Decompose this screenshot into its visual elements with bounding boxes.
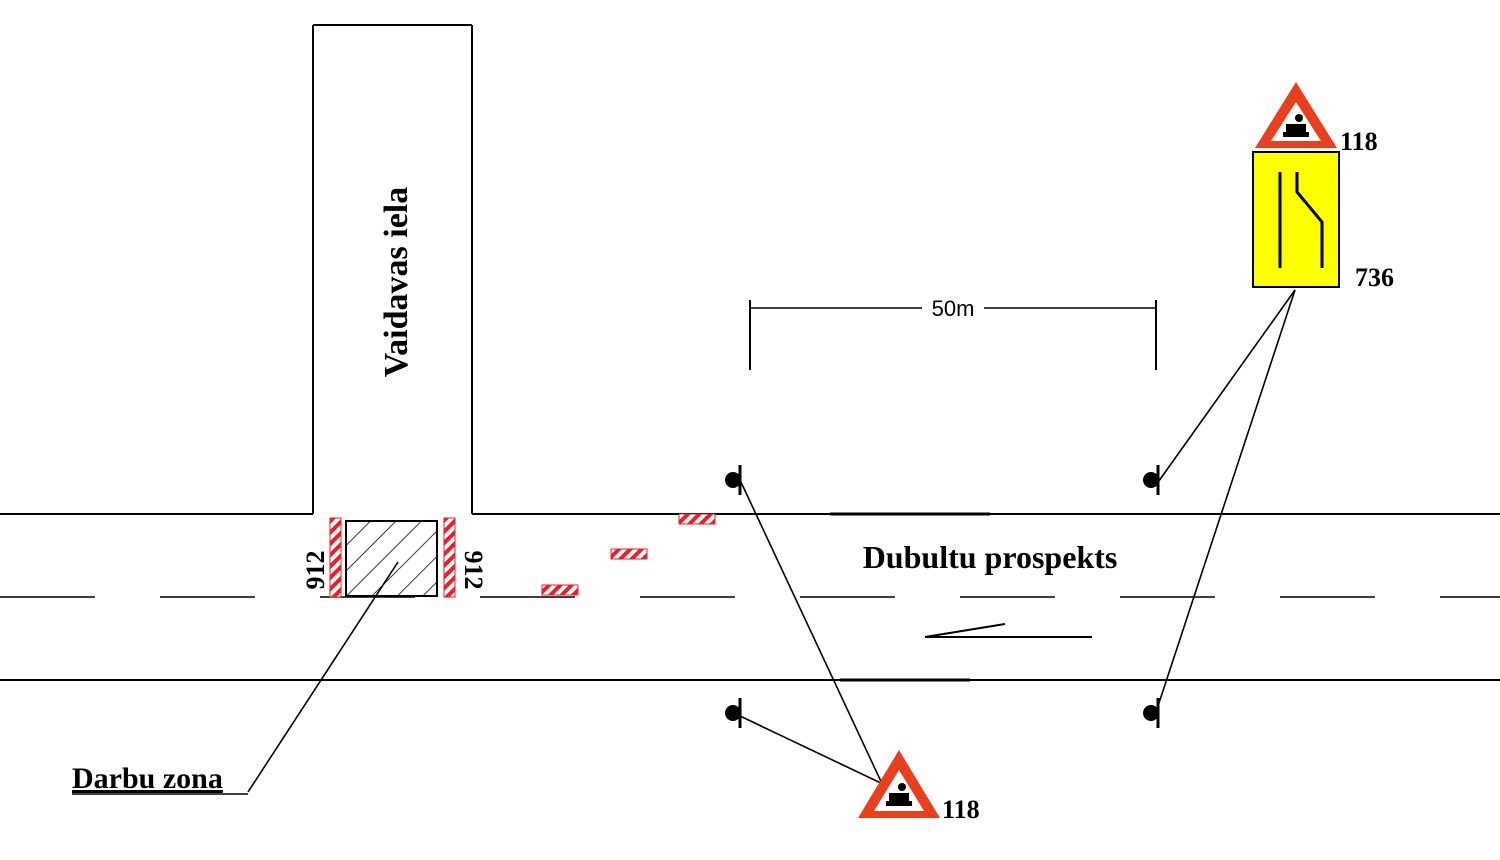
barrier-code-right: 912	[459, 551, 488, 590]
roadworks-warning-triangle-icon	[1255, 82, 1337, 148]
sign-code-736: 736	[1355, 263, 1394, 292]
work-zone-leader	[247, 561, 399, 793]
work-zone-area	[345, 520, 438, 597]
barrier-left	[329, 517, 342, 598]
sign-code-118-bottom: 118	[942, 795, 980, 824]
lane-closure-sign: 736	[1252, 151, 1394, 292]
lane-taper-marking	[924, 623, 1092, 638]
roadworks-warning-sign-top: 118	[1255, 82, 1378, 156]
sign-leader-lines	[739, 289, 1296, 791]
side-street-name: Vaidavas iela	[378, 187, 415, 378]
signal-lamp-icon	[725, 465, 742, 495]
taper-cone	[541, 584, 579, 596]
roadworks-warning-triangle-icon	[858, 750, 940, 818]
sign-code-118-top: 118	[1340, 127, 1378, 156]
work-zone-label: Darbu zona	[72, 762, 223, 795]
signal-lamp-icon	[725, 698, 742, 728]
signal-lamp-icon	[1143, 698, 1160, 728]
taper-cone	[678, 513, 716, 525]
distance-label: 50m	[932, 296, 975, 321]
main-road: Dubultu prospekts	[0, 512, 1500, 682]
roadworks-warning-sign-bottom: 118	[858, 750, 980, 824]
barrier-code-left: 912	[301, 551, 330, 590]
taper-cone	[610, 548, 648, 560]
work-zone: 912 912 Darbu zona	[72, 517, 488, 795]
taper-cones	[541, 513, 716, 596]
side-street: Vaidavas iela	[312, 24, 473, 514]
main-road-name: Dubultu prospekts	[863, 539, 1118, 575]
distance-dimension: 50m	[749, 296, 1157, 370]
signal-lamp-icon	[1143, 465, 1160, 495]
barrier-right	[443, 517, 456, 598]
